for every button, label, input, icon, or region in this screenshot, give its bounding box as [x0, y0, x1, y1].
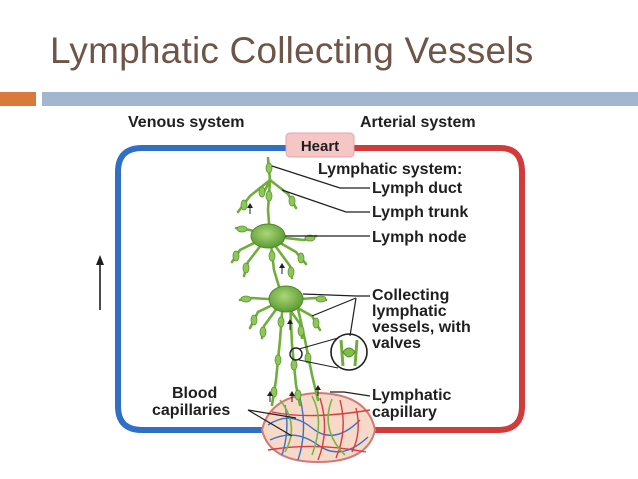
collecting-label-line-4: valves	[372, 335, 421, 352]
valve-closeup	[330, 333, 368, 371]
blood-capillaries-label-line-1: Blood	[172, 385, 217, 402]
lymphatic-system-label: Lymphatic system:	[318, 161, 462, 178]
blood-capillaries-label-line-2: capillaries	[152, 402, 230, 419]
collecting-label-line-2: lymphatic	[372, 303, 447, 320]
capillary-bed	[260, 391, 377, 464]
valve-marker	[289, 347, 303, 361]
valve-zoom-line-1	[298, 337, 339, 350]
venous-system-label: Venous system	[128, 114, 245, 131]
lymph-node-lower	[268, 285, 304, 313]
valve-zoom-line-2	[298, 359, 339, 369]
lymph-duct-label: Lymph duct	[372, 180, 463, 197]
vessel-valves	[232, 162, 327, 401]
lymph-trunk-label: Lymph trunk	[372, 204, 468, 221]
accent-bar-orange	[0, 92, 36, 106]
lymphatic-capillary-label-line-1: Lymphatic	[372, 387, 452, 404]
accent-bar-blue	[42, 92, 638, 106]
slide-title: Lymphatic Collecting Vessels	[50, 30, 534, 71]
collecting-label-line-3: vessels, with	[372, 319, 471, 336]
arterial-loop	[349, 145, 525, 433]
collecting-label-line-1: Collecting	[372, 287, 449, 304]
heart-label: Heart	[301, 138, 339, 155]
lymphatic-vessels	[230, 156, 328, 407]
heart-box	[285, 132, 355, 158]
venous-loop	[115, 145, 291, 433]
lymph-node-upper	[250, 223, 286, 249]
leader-lines	[247, 165, 371, 437]
flow-arrows	[96, 203, 321, 402]
lymphatic-capillary-label-line-2: capillary	[372, 404, 437, 421]
lymph-node-label: Lymph node	[372, 229, 467, 246]
arterial-system-label: Arterial system	[360, 114, 476, 131]
